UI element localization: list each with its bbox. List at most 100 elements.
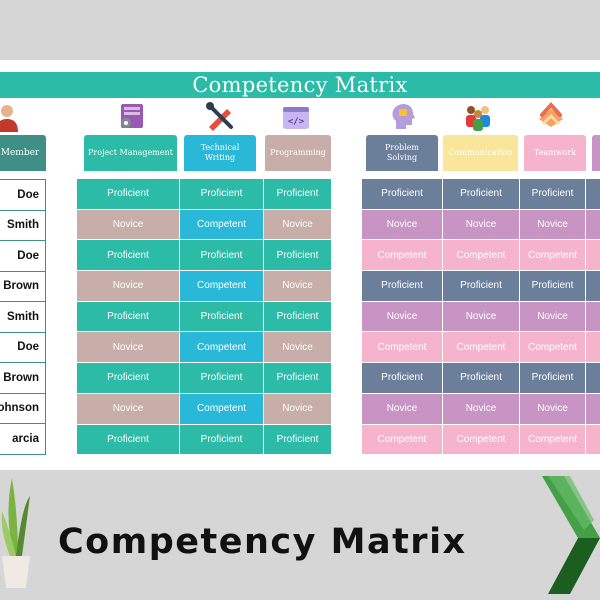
competency-cell[interactable]: Proficient	[180, 363, 264, 394]
member-name-cell[interactable]: Brown	[0, 272, 45, 302]
competency-cell[interactable]: Proficient	[443, 179, 520, 210]
competency-cell[interactable]: Novice	[77, 209, 180, 241]
competency-cell[interactable]: Novice	[264, 209, 332, 241]
competency-cell[interactable]: Proficient	[443, 271, 520, 302]
competency-cell[interactable]: Novice	[264, 332, 332, 364]
competency-cell[interactable]: Proficient	[77, 424, 180, 456]
header-problem-solving[interactable]: Problem Solving	[366, 135, 438, 171]
competency-cell[interactable]: Competent	[180, 332, 264, 364]
competency-cell[interactable]: Competent	[180, 393, 264, 425]
competency-cell[interactable]: Proficient	[362, 179, 443, 210]
code-window-icon: </>	[283, 107, 309, 129]
competency-cell[interactable]: Proficient	[264, 301, 332, 333]
competency-cell[interactable]: Competent	[443, 332, 520, 364]
competency-cell[interactable]: Novice	[520, 393, 586, 425]
competency-cell[interactable]: Novice	[77, 332, 180, 364]
competency-cell[interactable]: Proficient	[264, 179, 332, 210]
competency-cell[interactable]: Novice	[264, 393, 332, 425]
competency-cell-partial	[586, 240, 600, 272]
competency-cell[interactable]: Proficient	[264, 363, 332, 394]
competency-cell[interactable]: Competent	[443, 240, 520, 272]
page-title: Competency Matrix	[0, 72, 600, 98]
member-name-cell[interactable]: Smith	[0, 211, 45, 241]
header-label: Programming	[270, 148, 326, 157]
competency-cell[interactable]: Proficient	[77, 179, 180, 210]
competency-cell[interactable]: Proficient	[77, 363, 180, 394]
snake-plant-icon	[1, 478, 30, 588]
competency-cell[interactable]: Novice	[520, 209, 586, 241]
member-name-cell[interactable]: Smith	[0, 302, 45, 333]
header-programming[interactable]: Programming	[265, 135, 331, 171]
competency-cell[interactable]: Novice	[362, 209, 443, 241]
header-communication[interactable]: Communication	[443, 135, 518, 171]
competency-cell[interactable]: Proficient	[520, 271, 586, 302]
header-label: Problem Solving	[384, 143, 420, 162]
pencil-wrench-icon	[206, 102, 233, 131]
header-label: Teamwork	[533, 148, 577, 157]
excel-logo-icon	[542, 476, 600, 594]
competency-cell[interactable]: Competent	[362, 332, 443, 364]
competency-cell[interactable]: Novice	[77, 393, 180, 425]
competency-cell[interactable]: Proficient	[362, 363, 443, 394]
competency-cell[interactable]: Proficient	[520, 179, 586, 210]
member-header-label: Member	[0, 148, 40, 158]
competency-cell[interactable]: Competent	[520, 332, 586, 364]
member-name-cell[interactable]: Doe	[0, 241, 45, 272]
member-name-cell[interactable]: arcia	[12, 433, 39, 446]
competency-cell[interactable]: Proficient	[77, 240, 180, 272]
competency-cell[interactable]: Novice	[443, 301, 520, 333]
competency-cell[interactable]: Novice	[362, 301, 443, 333]
member-name-cell[interactable]: Doe	[0, 180, 45, 211]
header-teamwork[interactable]: Teamwork	[524, 135, 586, 171]
competency-cell[interactable]: Novice	[264, 271, 332, 302]
header-project-management[interactable]: Project Management	[84, 135, 177, 171]
competency-cell[interactable]: Proficient	[180, 240, 264, 272]
competency-cell[interactable]: Proficient	[362, 271, 443, 302]
member-name-cell[interactable]: Brown	[0, 363, 45, 394]
member-name-cell[interactable]: Johnson	[0, 394, 45, 424]
competency-cell[interactable]: Novice	[77, 271, 180, 302]
competency-cell[interactable]: Novice	[520, 301, 586, 333]
competency-cell[interactable]: Competent	[362, 240, 443, 272]
competency-cell[interactable]: Proficient	[264, 240, 332, 272]
member-name-cell[interactable]: Doe	[0, 333, 45, 363]
competency-cell-partial	[586, 393, 600, 425]
head-puzzle-icon	[392, 104, 415, 129]
competency-cell-partial	[586, 424, 600, 456]
competency-cell[interactable]: Competent	[180, 209, 264, 241]
competency-cell-partial	[586, 332, 600, 364]
competency-cell[interactable]: Novice	[443, 209, 520, 241]
header-label: Project Management	[88, 148, 173, 157]
hands-stack-icon	[539, 102, 563, 127]
competency-cell[interactable]: Competent	[362, 424, 443, 456]
competency-cell[interactable]: Competent	[520, 424, 586, 456]
competency-cell[interactable]: Proficient	[264, 424, 332, 456]
competency-cell[interactable]: Proficient	[180, 179, 264, 210]
competency-cell[interactable]: Competent	[180, 271, 264, 302]
competency-cell[interactable]: Novice	[362, 393, 443, 425]
competency-cell[interactable]: Proficient	[443, 363, 520, 394]
competency-cell[interactable]: Proficient	[77, 301, 180, 333]
header-technical-writing[interactable]: Technical Writing	[184, 135, 256, 171]
competency-cell[interactable]: Proficient	[180, 301, 264, 333]
competency-cell[interactable]: Competent	[443, 424, 520, 456]
competency-cell[interactable]: Competent	[520, 240, 586, 272]
competency-cell[interactable]: Proficient	[520, 363, 586, 394]
competency-cell[interactable]: Novice	[443, 393, 520, 425]
competency-cell[interactable]: Proficient	[180, 424, 264, 456]
header-label: Technical Writing	[200, 143, 240, 162]
header-partial	[592, 135, 600, 171]
header-label: Communication	[448, 148, 513, 157]
